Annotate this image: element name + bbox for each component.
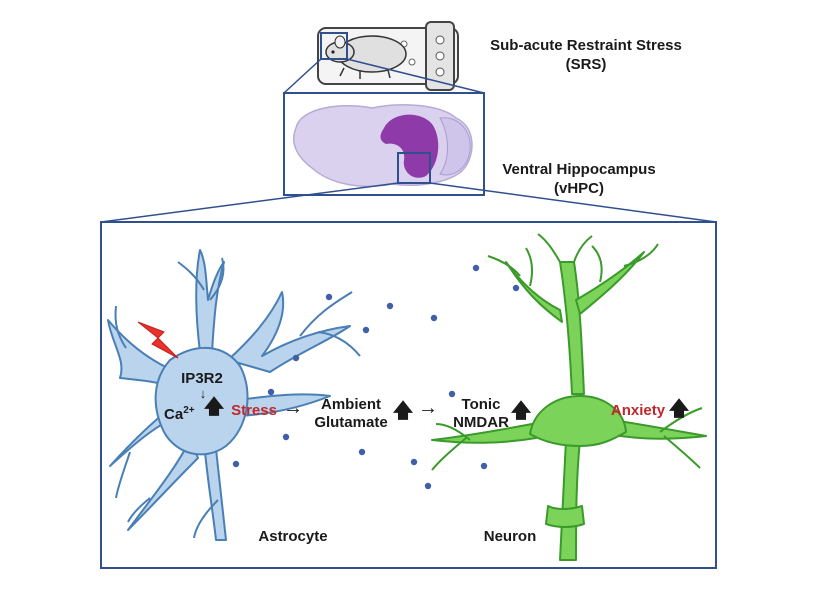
calcium-label: Ca2+ xyxy=(164,402,224,424)
calcium-up-arrow: 🡅 xyxy=(203,396,225,418)
lightning-bolt-icon xyxy=(137,321,179,359)
neuron-cell xyxy=(431,251,707,561)
title-line-2: (SRS) xyxy=(565,56,607,73)
neuron-fine-branches xyxy=(431,233,703,471)
glutamate-up-arrow: 🡅 xyxy=(392,400,414,422)
astrocyte-fine-branches xyxy=(114,257,361,539)
brain-sagittal-icon xyxy=(283,92,485,196)
arrow-stress-to-glutamate: → xyxy=(283,397,303,419)
stress-label: Stress xyxy=(231,402,277,419)
neuron-label: Neuron xyxy=(483,528,537,545)
tonic-label: Tonic xyxy=(461,396,501,413)
nmdar-label: NMDAR xyxy=(453,414,509,431)
small-down-arrow: ↓ xyxy=(199,386,207,401)
anxiety-label: Anxiety xyxy=(610,402,666,419)
anxiety-up-arrow: 🡅 xyxy=(668,398,690,420)
region-line-2: (vHPC) xyxy=(553,180,604,197)
astrocyte-cell xyxy=(107,249,351,541)
calcium-base: Ca xyxy=(164,406,184,423)
mouse-in-restraint-tube-icon xyxy=(317,21,459,91)
nmdar-up-arrow: 🡅 xyxy=(510,400,532,422)
glutamate-dots xyxy=(232,264,520,490)
title-line-1: Sub-acute Restraint Stress xyxy=(490,37,682,54)
region-line-1: Ventral Hippocampus xyxy=(502,161,656,178)
calcium-superscript: 2+ xyxy=(183,405,195,416)
arrow-glutamate-to-nmdar: → xyxy=(418,397,438,419)
ambient-label: Ambient xyxy=(321,396,381,413)
ip3r2-label: IP3R2 xyxy=(181,370,223,387)
glutamate-label: Glutamate xyxy=(314,414,388,431)
astrocyte-label: Astrocyte xyxy=(258,528,328,545)
